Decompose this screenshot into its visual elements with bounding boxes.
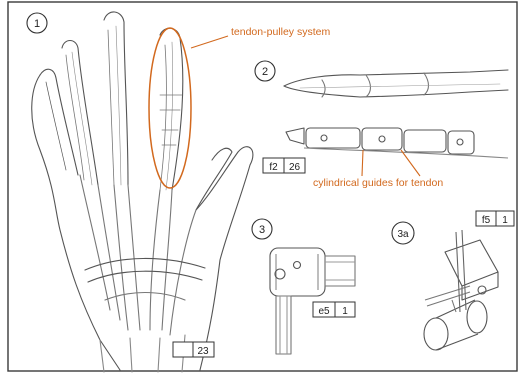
- panel-1-number: 1: [34, 18, 40, 30]
- panel-2-number: 2: [262, 66, 268, 78]
- panel-3-marker: 3: [252, 219, 272, 239]
- tag-e5-number: 1: [342, 306, 348, 317]
- tendon-pulley-label: tendon-pulley system: [231, 26, 330, 38]
- panel-1-marker: 1: [27, 13, 47, 33]
- tag-f2-number: 26: [289, 162, 301, 173]
- panel-3a-marker: 3a: [392, 222, 414, 244]
- cylindrical-guides-label: cylindrical guides for tendon: [313, 177, 443, 189]
- tag-f5-code: f5: [482, 215, 491, 226]
- panel-2-marker: 2: [255, 61, 275, 81]
- panel-3a-number: 3a: [397, 229, 409, 240]
- tag-f5: f5 1: [476, 211, 514, 226]
- tag-hand: 23: [173, 342, 214, 357]
- tag-hand-number: 23: [197, 346, 209, 357]
- tag-e5: e5 1: [313, 302, 355, 317]
- tag-e5-code: e5: [318, 306, 330, 317]
- tag-f5-number: 1: [502, 215, 508, 226]
- tag-f2: f2 26: [263, 158, 305, 173]
- panel-3-number: 3: [259, 224, 265, 236]
- tag-f2-code: f2: [269, 162, 278, 173]
